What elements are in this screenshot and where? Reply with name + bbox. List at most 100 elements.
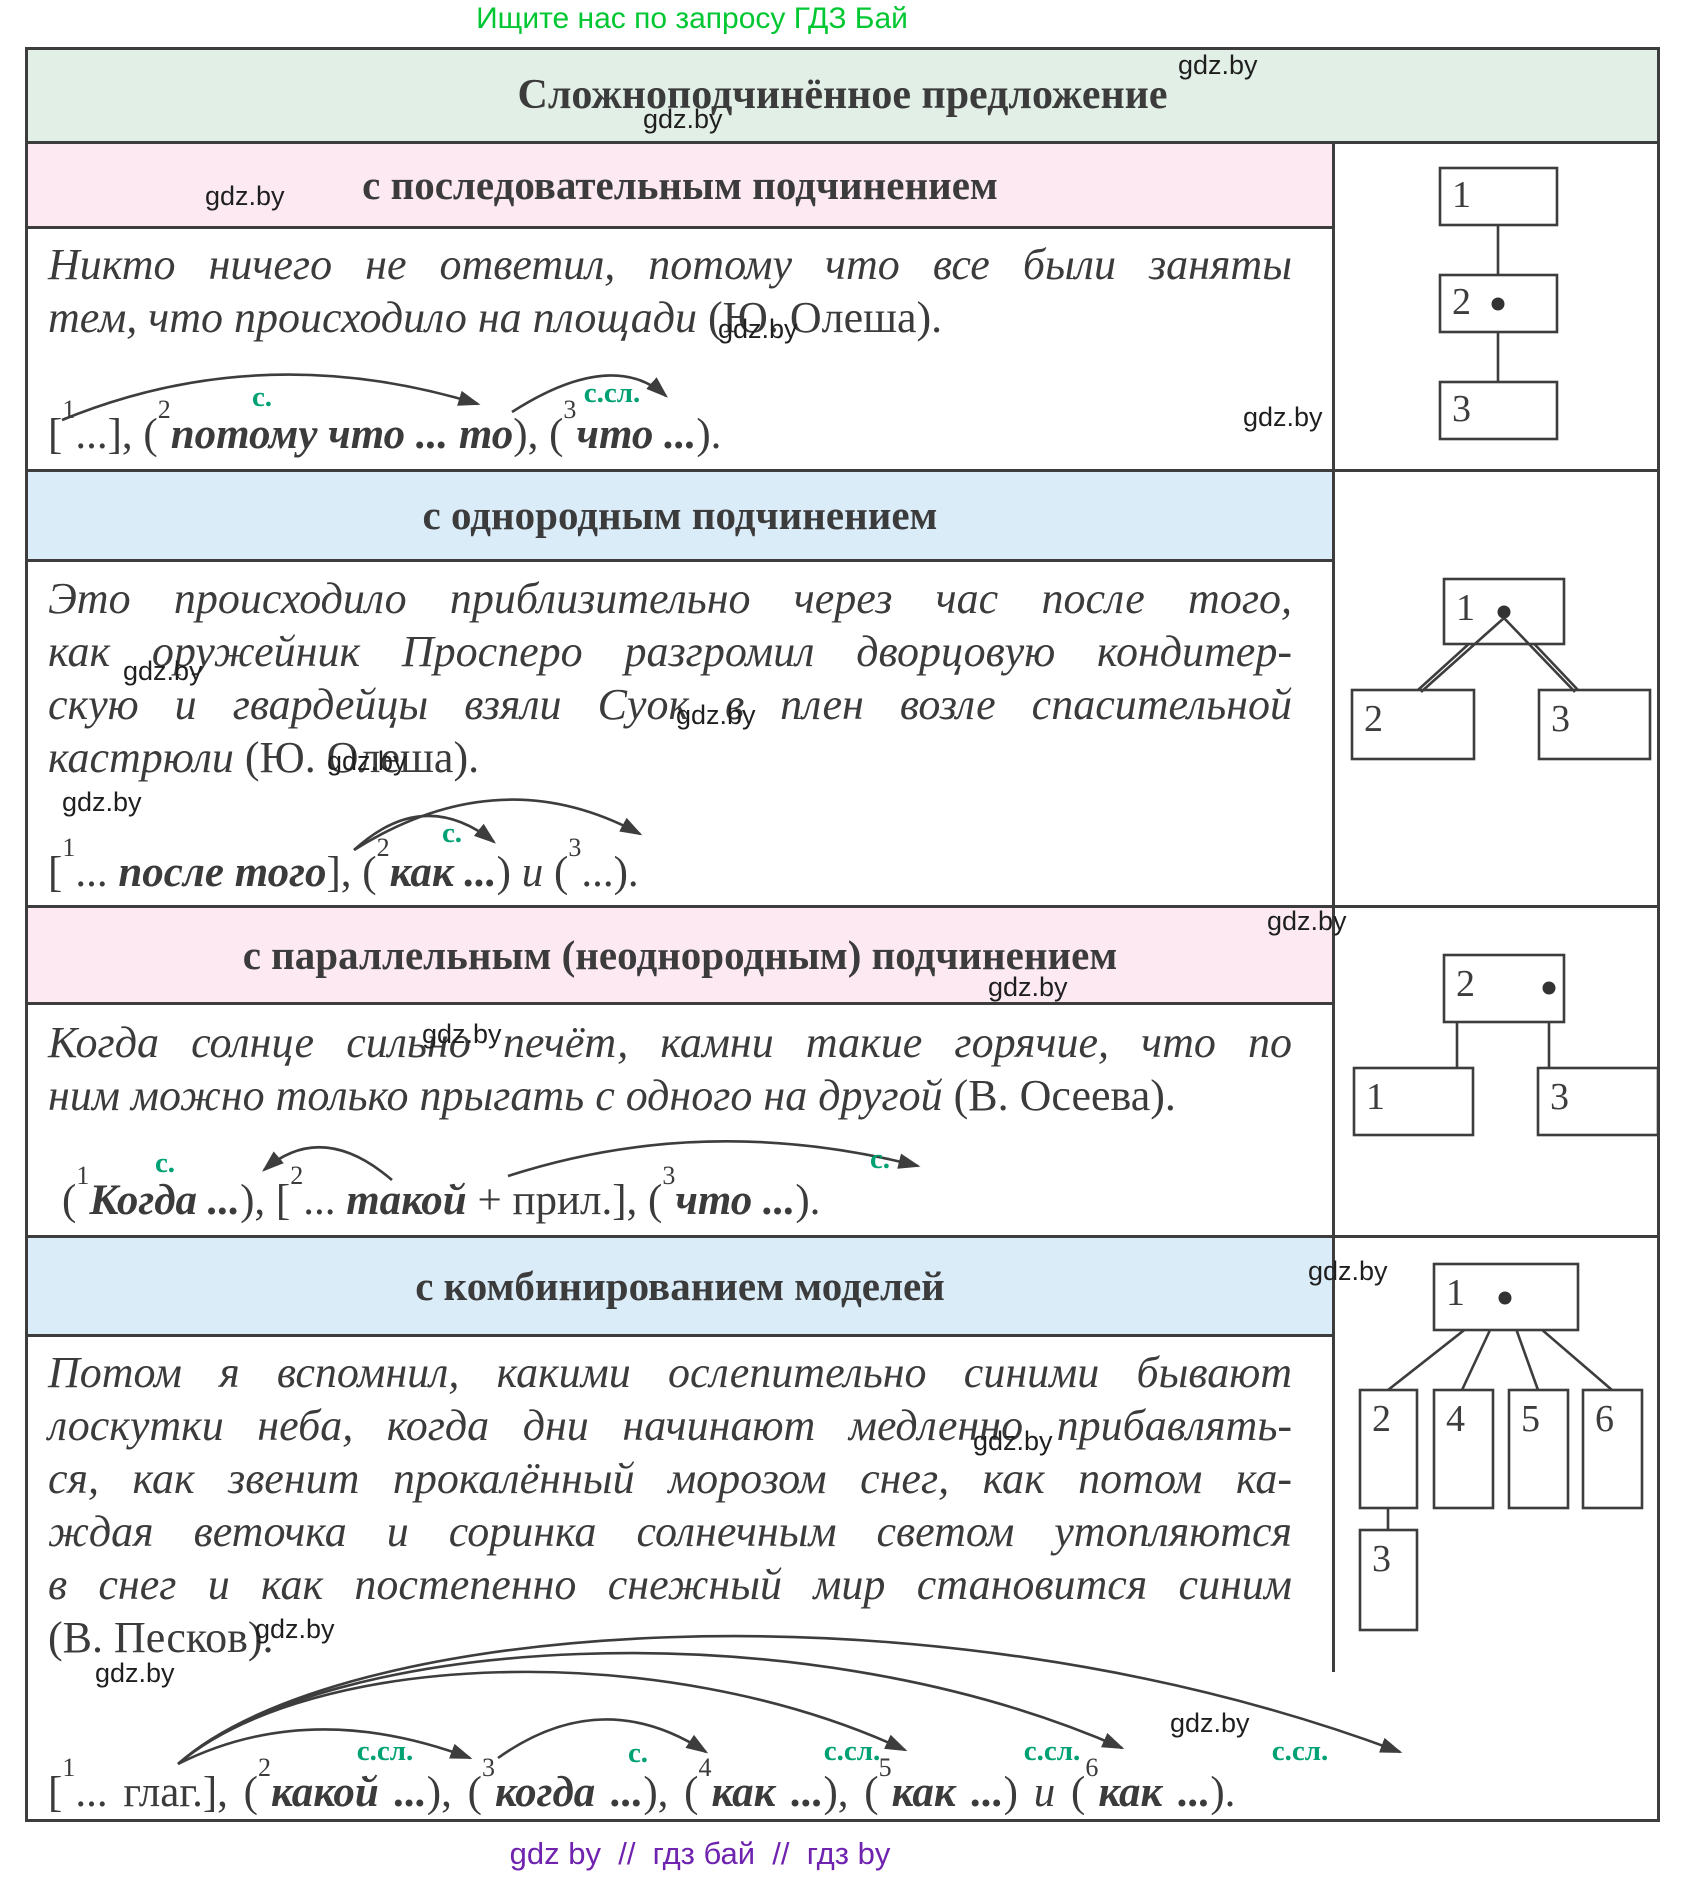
formula-token: [ <box>48 411 63 458</box>
formula-token: 3 <box>563 394 577 424</box>
formula-token: 2 <box>258 1752 271 1782</box>
formula-token: 1 <box>62 394 76 424</box>
formula-token: 5 <box>878 1752 892 1782</box>
footer-text: gdz by // гдз бай // гдз by <box>509 1836 891 1871</box>
formula-token: какой ... <box>271 1769 427 1816</box>
border-s1-header <box>25 226 1334 229</box>
sentence-line: Никто ничего не ответил, потому что все … <box>48 240 1292 289</box>
formula-token: ). <box>795 1177 821 1224</box>
sentence-line: тем, что происходило на площади (Ю. Олеш… <box>48 293 943 342</box>
formula-token: ). <box>1210 1769 1236 1816</box>
formula-token: 4 <box>698 1752 712 1782</box>
section-4-sentence: Потом я вспомнил, какими ослепительно си… <box>48 1346 1292 1664</box>
gdz-watermark: gdz.by <box>973 1426 1053 1456</box>
section-1-band <box>27 142 1333 227</box>
border-s3-bottom <box>25 1235 1660 1238</box>
gdz-watermark: gdz.by <box>62 787 142 817</box>
formula-token: 3 <box>568 832 582 862</box>
border-s2-header <box>25 559 1334 562</box>
border-s3-header <box>25 1002 1334 1005</box>
sentence-line: ся, как звенит прокалённый морозом снег,… <box>48 1454 1292 1503</box>
gdz-watermark: gdz.by <box>95 1658 175 1688</box>
formula-token: и <box>1033 1769 1056 1816</box>
sentence-line: лоскутки неба, когда дни начинают медлен… <box>48 1401 1292 1450</box>
formula-token: [ <box>48 849 63 896</box>
formula-token: ), ( <box>426 1769 482 1816</box>
formula-token: ( <box>1055 1769 1086 1816</box>
sentence-line: ждая веточка и соринка солнечным светом … <box>48 1507 1292 1556</box>
formula-token: ). <box>696 411 722 458</box>
formula-token: 1 <box>62 1752 76 1782</box>
column-separator <box>1332 142 1335 1672</box>
gdz-watermark: gdz.by <box>1178 50 1258 80</box>
formula-token: ... <box>75 849 119 896</box>
formula-token: как ... <box>389 849 497 896</box>
formula-token: ], ( <box>326 849 377 896</box>
formula-token: и <box>521 849 544 896</box>
formula-token: что ... <box>576 411 697 458</box>
border-s1-bottom <box>25 469 1660 472</box>
formula-token: [ <box>48 1769 63 1816</box>
formula-token: потому что ... то <box>170 411 514 458</box>
formula-token: ...], ( <box>75 411 158 458</box>
formula-token: 3 <box>662 1160 676 1190</box>
formula-token: ( <box>62 1177 77 1224</box>
formula-token: ...). <box>581 849 639 896</box>
formula-token: ... глаг.], ( <box>75 1769 258 1816</box>
formula-token: 3 <box>481 1752 495 1782</box>
gdz-watermark: gdz.by <box>205 181 285 211</box>
search-banner: Ищите нас по запросу ГДЗ Бай <box>476 2 908 35</box>
formula-token: ), ( <box>823 1769 879 1816</box>
formula-token: 2 <box>290 1160 304 1190</box>
section-2-sentence: Это происходило приблизительно через час… <box>48 572 1292 784</box>
title-band <box>27 49 1658 142</box>
formula-token: 2 <box>157 394 171 424</box>
gdz-watermark: gdz.by <box>327 746 407 776</box>
section-1-header: с последовательным подчинением <box>362 161 998 208</box>
formula-token: 1 <box>76 1160 90 1190</box>
gdz-watermark: gdz.by <box>255 1614 335 1644</box>
section-1-formula: [1...], (2потому что ... то), (3что ...)… <box>48 396 722 459</box>
gdz-watermark: gdz.by <box>718 314 798 344</box>
sentence-line: скую и гвардейцы взяли Суок в плен возле… <box>48 680 1292 729</box>
formula-token: как ... <box>891 1769 1004 1816</box>
gdz-watermark: gdz.by <box>643 104 723 134</box>
formula-token: ), ( <box>513 411 564 458</box>
formula-token: когда ... <box>494 1769 644 1816</box>
gdz-watermark: gdz.by <box>1243 402 1323 432</box>
border-under-title <box>25 141 1660 144</box>
formula-token: Когда ... <box>89 1177 241 1224</box>
formula-token: ... <box>303 1177 347 1224</box>
gdz-watermark: gdz.by <box>1170 1708 1250 1738</box>
section-4-header: с комбинированием моделей <box>415 1262 945 1309</box>
section-2-formula: [1... после того], (2как ...) и (3...). <box>48 834 639 897</box>
gdz-watermark: gdz.by <box>422 1019 502 1049</box>
section-3-header: с параллельным (неоднородным) подчинение… <box>242 931 1118 978</box>
section-3-formula: (1Когда ...), [2... такой + прил.], (3чт… <box>62 1162 821 1225</box>
formula-token: после того <box>118 849 327 896</box>
sentence-line: Когда солнце сильно печёт, камни такие г… <box>48 1018 1292 1067</box>
formula-token: 1 <box>62 832 76 862</box>
section-2-band <box>27 470 1333 560</box>
gdz-watermark: gdz.by <box>1267 906 1347 936</box>
section-3-sentence: Когда солнце сильно печёт, камни такие г… <box>48 1016 1292 1122</box>
section-3-band <box>27 906 1333 1003</box>
gdz-watermark: gdz.by <box>676 700 756 730</box>
border-s4-header <box>25 1334 1334 1337</box>
formula-token: ), [ <box>240 1177 291 1224</box>
gdz-watermark: gdz.by <box>988 972 1068 1002</box>
section-4-formula: [1... глаг.], (2какой ...), (3когда ...)… <box>48 1754 1236 1817</box>
border-s2-bottom <box>25 905 1660 908</box>
gdz-watermark: gdz.by <box>123 656 203 686</box>
formula-token: 2 <box>376 832 390 862</box>
sentence-line: как оружейник Просперо разгромил дворцов… <box>48 627 1292 676</box>
formula-token: ) <box>496 849 522 896</box>
sentence-line: (В. Песков). <box>48 1613 274 1662</box>
formula-token: как ... <box>1098 1769 1211 1816</box>
formula-token: 6 <box>1085 1752 1099 1782</box>
sentence-line: Это происходило приблизительно через час… <box>48 574 1292 623</box>
formula-token: как ... <box>711 1769 824 1816</box>
table-outer-border <box>25 47 1660 1822</box>
formula-token: ( <box>543 849 569 896</box>
